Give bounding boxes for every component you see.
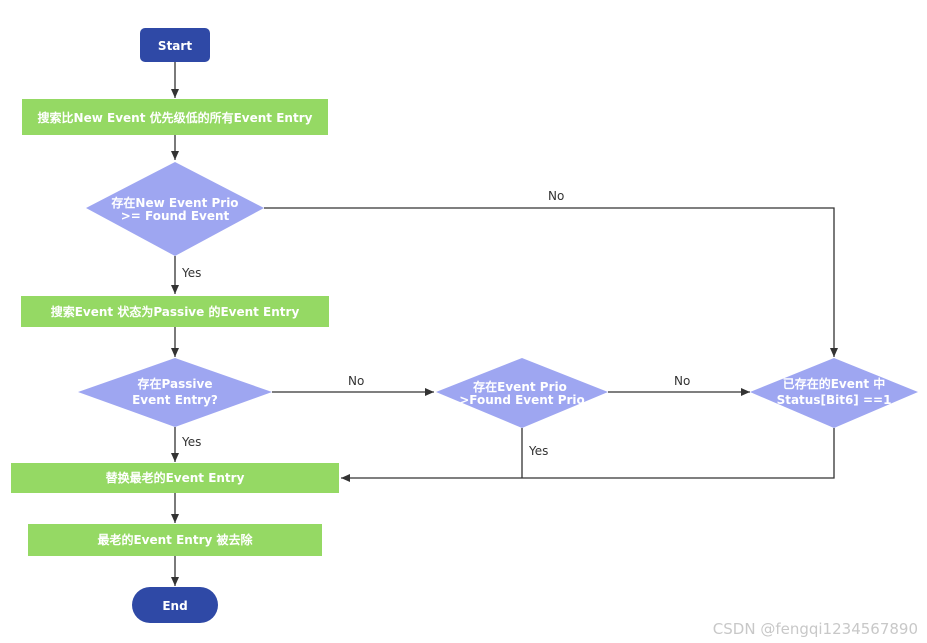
watermark: CSDN @fengqi1234567890 bbox=[713, 620, 918, 638]
oldest-removed-label: 最老的Event Entry 被去除 bbox=[97, 532, 253, 547]
replace-oldest-label: 替换最老的Event Entry bbox=[106, 470, 245, 485]
edge-label-yes-3: Yes bbox=[528, 444, 548, 458]
decision-new-event-prio-line2: >= Found Event bbox=[121, 209, 230, 223]
oldest-removed-node[interactable]: 最老的Event Entry 被去除 bbox=[28, 524, 322, 556]
edge-label-no-3: No bbox=[674, 374, 690, 388]
connectors bbox=[171, 62, 838, 586]
start-node[interactable]: Start bbox=[140, 28, 210, 62]
search-low-priority-label: 搜索比New Event 优先级低的所有Event Entry bbox=[38, 110, 313, 125]
edge-decision-prio-no bbox=[264, 207, 838, 357]
decision-new-event-prio-line1: 存在New Event Prio bbox=[110, 195, 238, 210]
search-passive-node[interactable]: 搜索Event 状态为Passive 的Event Entry bbox=[21, 296, 329, 327]
edge-label-yes-2: Yes bbox=[181, 435, 201, 449]
decision-found-prio-line1: 存在Event Prio bbox=[472, 379, 567, 394]
decision-status-bit6-line2: Status[Bit6] ==1 bbox=[777, 393, 892, 407]
edge-label-no-2: No bbox=[348, 374, 364, 388]
start-label: Start bbox=[158, 39, 192, 53]
decision-passive-node[interactable]: 存在Passive Event Entry? bbox=[78, 358, 272, 427]
decision-found-prio-line2: >Found Event Prio bbox=[459, 393, 585, 407]
decision-passive-line2: Event Entry? bbox=[132, 393, 218, 407]
decision-passive-line1: 存在Passive bbox=[137, 376, 213, 391]
decision-status-bit6-line1: 已存在的Event 中 bbox=[783, 376, 886, 391]
replace-oldest-node[interactable]: 替换最老的Event Entry bbox=[11, 463, 339, 493]
end-node[interactable]: End bbox=[132, 587, 218, 623]
search-passive-label: 搜索Event 状态为Passive 的Event Entry bbox=[51, 304, 300, 319]
edge-decision-status-to-replace bbox=[341, 428, 835, 482]
search-low-priority-node[interactable]: 搜索比New Event 优先级低的所有Event Entry bbox=[22, 99, 328, 135]
edge-label-no-1: No bbox=[548, 189, 564, 203]
decision-new-event-prio-node[interactable]: 存在New Event Prio >= Found Event bbox=[86, 162, 264, 256]
edge-label-yes-1: Yes bbox=[181, 266, 201, 280]
decision-found-prio-node[interactable]: 存在Event Prio >Found Event Prio bbox=[436, 358, 608, 428]
end-label: End bbox=[162, 599, 187, 613]
decision-status-bit6-node[interactable]: 已存在的Event 中 Status[Bit6] ==1 bbox=[750, 358, 918, 428]
